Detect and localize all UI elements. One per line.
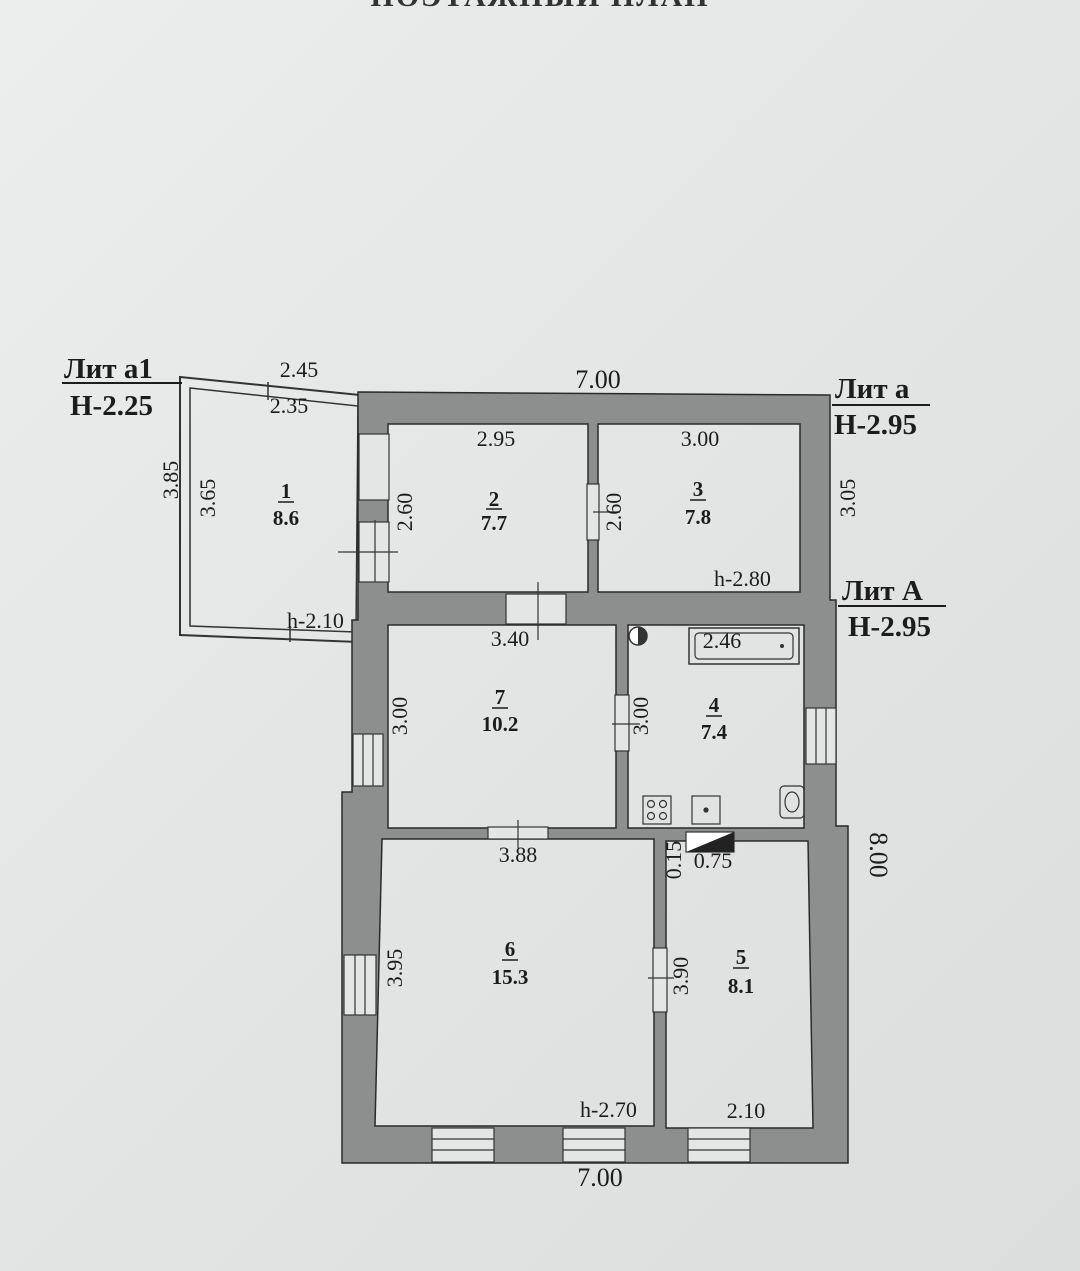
room-5: 3.90 5 8.1 2.10 xyxy=(668,945,765,1123)
room-2: 2.95 2.60 2 7.7 xyxy=(392,426,515,535)
top-overall-dim: 7.00 xyxy=(575,365,621,394)
windows xyxy=(343,707,837,1163)
bathtub-icon xyxy=(688,627,800,665)
room-width: 3.40 xyxy=(491,626,530,651)
washbasin-icon xyxy=(779,785,805,819)
room-height: h-2.80 xyxy=(714,566,771,591)
room-area: 8.1 xyxy=(728,974,754,998)
room-number: 4 xyxy=(709,693,720,717)
boiler-icon xyxy=(628,626,648,646)
annex-inner-height: 3.65 xyxy=(195,479,220,518)
room-number: 2 xyxy=(489,487,500,511)
room-3: 3.00 2.60 3 7.8 h-2.80 xyxy=(601,426,771,591)
room-width: 2.46 xyxy=(703,628,742,653)
room-depth: 2.60 xyxy=(601,493,626,532)
right-overall-dim: 8.00 xyxy=(864,832,893,878)
lit-a-height: Н-2.95 xyxy=(834,409,917,441)
closet-depth: 0.15 xyxy=(661,841,686,880)
room-depth: 2.60 xyxy=(392,493,417,532)
plan-title: ПОЭТАЖНЫЙ ПЛАН xyxy=(370,0,709,13)
lit-A-label: Лит А xyxy=(842,575,923,607)
lit-A-height: Н-2.95 xyxy=(848,611,931,643)
main-walls xyxy=(341,391,849,1164)
room-area: 10.2 xyxy=(482,712,519,736)
lit-a-label: Лит а xyxy=(835,373,910,405)
room-area: 7.7 xyxy=(481,511,507,535)
annex-inner-width: 2.35 xyxy=(270,393,309,418)
room-number: 5 xyxy=(736,945,747,969)
room-width: 3.00 xyxy=(681,426,720,451)
room-6: 3.88 3.95 6 15.3 h-2.70 xyxy=(382,842,637,1122)
room-number: 7 xyxy=(495,685,506,709)
room-width: 2.10 xyxy=(727,1098,766,1123)
room-depth: 3.95 xyxy=(382,949,407,988)
room-depth: 3.90 xyxy=(668,957,693,996)
room-area: 8.6 xyxy=(273,506,299,530)
sink-icon xyxy=(691,795,721,825)
room-7: 3.40 3.00 7 10.2 xyxy=(387,626,529,736)
room-width: 2.95 xyxy=(477,426,516,451)
rear-right-height: 3.05 xyxy=(835,479,860,518)
closet-width: 0.75 xyxy=(694,848,733,873)
door-ticks xyxy=(338,511,674,979)
room-area: 15.3 xyxy=(492,965,529,989)
bottom-overall-dim: 7.00 xyxy=(577,1163,623,1192)
stairs-icon xyxy=(685,831,735,853)
room-1: 1 8.6 h-2.10 xyxy=(273,479,344,633)
room-depth: 3.00 xyxy=(628,697,653,736)
lit-a1-height: Н-2.25 xyxy=(70,390,153,422)
room-4: 2.46 3.00 4 7.4 xyxy=(628,628,741,744)
room-height: h-2.10 xyxy=(287,608,344,633)
room-area: 7.4 xyxy=(701,720,728,744)
lit-a1-label: Лит а1 xyxy=(64,353,153,385)
room-number: 1 xyxy=(281,479,292,503)
room-number: 6 xyxy=(505,937,516,961)
room-width: 3.88 xyxy=(499,842,538,867)
room-area: 7.8 xyxy=(685,505,711,529)
stove-icon xyxy=(642,795,672,825)
annex-outer-width: 2.45 xyxy=(280,357,319,382)
room-number: 3 xyxy=(693,477,704,501)
room-height: h-2.70 xyxy=(580,1097,637,1122)
room-depth: 3.00 xyxy=(387,697,412,736)
annex-outer-height: 3.85 xyxy=(158,461,183,500)
